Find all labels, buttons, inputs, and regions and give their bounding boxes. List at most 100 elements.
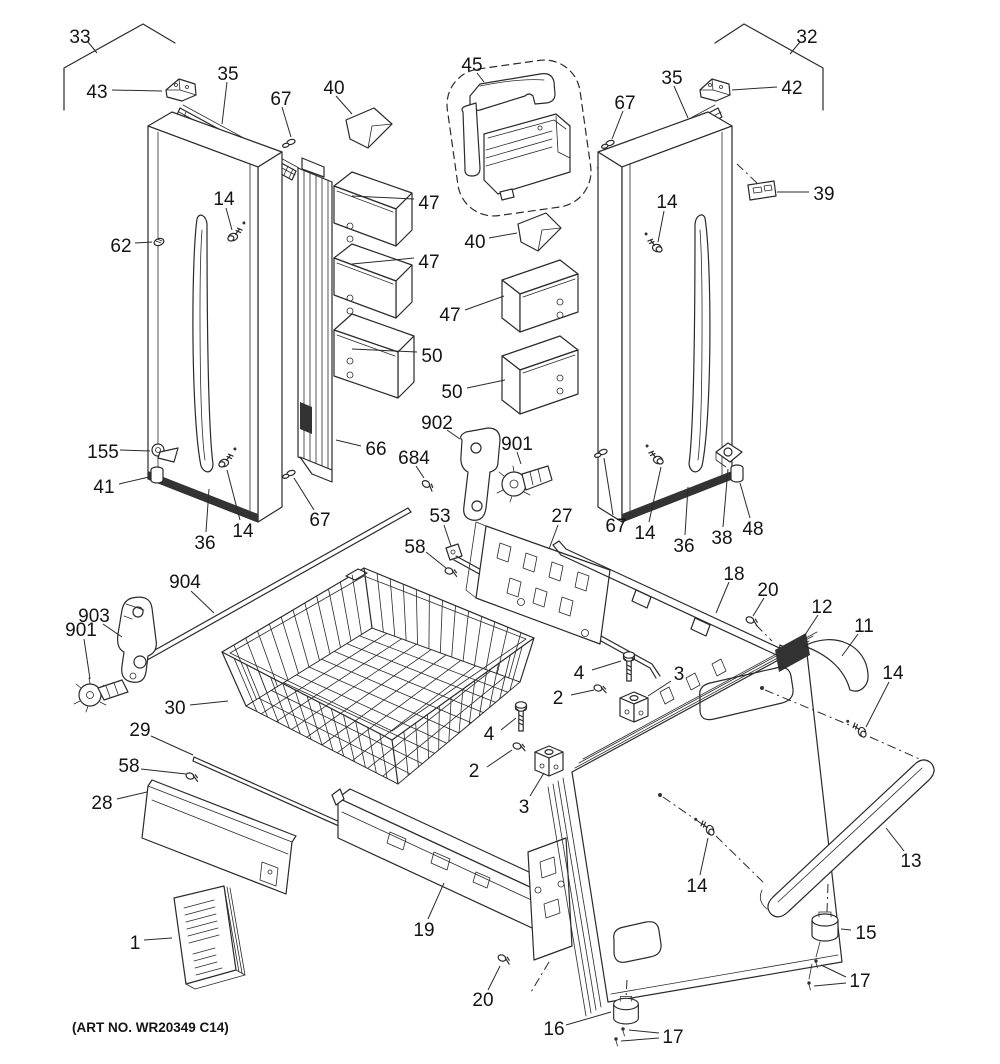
callout-20: 20 bbox=[472, 990, 493, 1011]
callout-14: 14 bbox=[882, 663, 904, 684]
leader-line-48 bbox=[739, 482, 751, 519]
part-manual-1 bbox=[173, 885, 246, 990]
leader-line-17 bbox=[820, 964, 847, 978]
part-cam-902 bbox=[460, 427, 501, 521]
basket-wire bbox=[280, 616, 299, 674]
callout-53: 53 bbox=[429, 506, 450, 527]
part-coupler-901-left bbox=[73, 677, 129, 713]
basket-wire bbox=[343, 714, 355, 763]
callout-20: 20 bbox=[757, 580, 778, 601]
leader-line-27 bbox=[548, 524, 559, 550]
basket-wire bbox=[448, 697, 452, 742]
callout-67: 67 bbox=[605, 516, 626, 537]
leader-line-67 bbox=[281, 106, 292, 138]
pin-17-b bbox=[806, 980, 812, 991]
callout-1: 1 bbox=[130, 933, 141, 954]
basket-wire bbox=[474, 616, 483, 666]
basket-mesh-wire bbox=[367, 670, 491, 769]
basket-wire bbox=[330, 708, 345, 757]
basket-wire bbox=[427, 714, 429, 759]
callout-38: 38 bbox=[711, 528, 732, 549]
basket-wire bbox=[438, 705, 440, 751]
leader-line-2 bbox=[570, 689, 595, 696]
leader-line-17 bbox=[628, 1029, 660, 1034]
callout-35: 35 bbox=[661, 68, 682, 89]
basket-wire bbox=[270, 676, 290, 729]
bolt-4-upper bbox=[622, 651, 636, 682]
part-rail-19 bbox=[331, 788, 573, 993]
part-bin-50-right bbox=[501, 335, 579, 415]
basket-mesh-wire bbox=[358, 635, 509, 693]
leader-line-38 bbox=[722, 468, 729, 528]
basket-wire bbox=[496, 626, 509, 675]
callout-13: 13 bbox=[900, 851, 921, 872]
leader-line-901 bbox=[516, 451, 522, 465]
leader-line-42 bbox=[731, 86, 778, 91]
part-wheel-16 bbox=[613, 995, 639, 1025]
callout-902: 902 bbox=[421, 413, 453, 434]
callout-47: 47 bbox=[439, 305, 460, 326]
part-clamp-155 bbox=[151, 443, 179, 463]
leader-line-4 bbox=[591, 660, 622, 671]
part-handle-13 bbox=[759, 759, 935, 918]
screw-2-lower bbox=[511, 741, 528, 752]
leader-line-36 bbox=[205, 488, 210, 533]
leader-line-14 bbox=[699, 837, 709, 876]
callout-32: 32 bbox=[796, 27, 817, 48]
basket-wire bbox=[367, 727, 377, 774]
leader-line-32 bbox=[789, 41, 801, 55]
leader-line-18 bbox=[715, 581, 730, 614]
leader-line-40 bbox=[488, 232, 518, 239]
callout-12: 12 bbox=[811, 597, 832, 618]
part-ferrule-48 bbox=[730, 464, 744, 483]
leader-line-20 bbox=[752, 597, 765, 617]
leader-line-684 bbox=[415, 465, 425, 479]
callout-50: 50 bbox=[441, 382, 462, 403]
leader-line-2 bbox=[486, 749, 513, 768]
screw-2-upper bbox=[592, 683, 609, 694]
part-panel-28 bbox=[141, 779, 297, 895]
leader-line-3 bbox=[647, 680, 672, 697]
callout-30: 30 bbox=[164, 698, 185, 719]
callout-901: 901 bbox=[65, 620, 97, 641]
callout-684: 684 bbox=[398, 448, 430, 469]
callout-33: 33 bbox=[69, 27, 90, 48]
part-bracket-903 bbox=[117, 596, 157, 683]
leader-line-19 bbox=[427, 882, 445, 920]
callout-18: 18 bbox=[723, 564, 744, 585]
basket-mesh-wire bbox=[321, 658, 472, 724]
basket-wire bbox=[478, 671, 488, 717]
bracket-3-lower bbox=[534, 745, 564, 777]
callout-903: 903 bbox=[78, 606, 110, 627]
basket-wire bbox=[351, 574, 362, 635]
leader-line-1 bbox=[143, 937, 173, 941]
callout-48: 48 bbox=[742, 519, 763, 540]
leader-line-47 bbox=[351, 257, 415, 265]
basket-wire bbox=[245, 637, 268, 694]
leader-line-67 bbox=[603, 457, 614, 516]
part-lid-40-center bbox=[517, 212, 562, 252]
basket-mesh-wire bbox=[346, 643, 497, 703]
basket-wire bbox=[415, 589, 418, 646]
callout-14: 14 bbox=[686, 876, 708, 897]
leader-line-50 bbox=[351, 348, 418, 353]
callout-11: 11 bbox=[854, 616, 874, 637]
pin-17-d bbox=[613, 1036, 619, 1047]
basket-wire bbox=[462, 610, 470, 662]
leader-line-35 bbox=[221, 81, 228, 125]
callout-40: 40 bbox=[464, 232, 485, 253]
basket-wire bbox=[355, 720, 366, 768]
part-cap-41 bbox=[150, 466, 164, 484]
basket-wire bbox=[509, 646, 523, 691]
leader-line-17 bbox=[813, 982, 847, 987]
part-bin-50-left bbox=[333, 313, 415, 399]
callout-45: 45 bbox=[461, 55, 482, 76]
screw-58-center bbox=[443, 566, 460, 578]
basket-mesh-wire bbox=[333, 651, 484, 713]
basket-mesh-wire bbox=[336, 660, 462, 754]
leader-line-14 bbox=[225, 207, 233, 231]
leader-line-903 bbox=[102, 623, 123, 638]
leader-line-3 bbox=[529, 772, 545, 797]
leader-line-50 bbox=[466, 379, 506, 389]
